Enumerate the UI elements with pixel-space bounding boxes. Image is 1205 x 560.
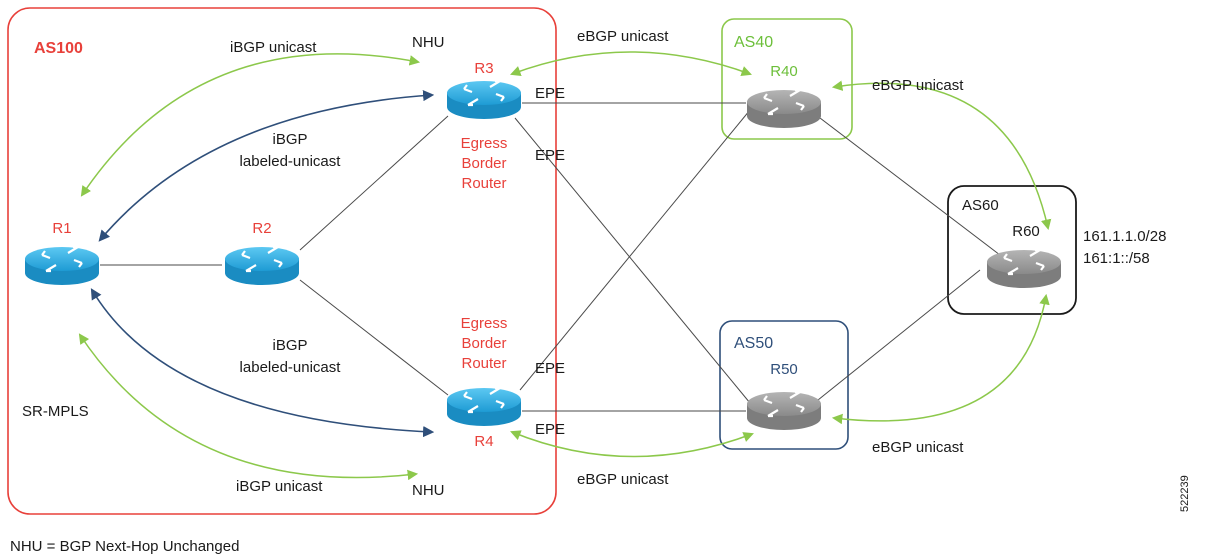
router-r60-icon: [985, 248, 1063, 290]
router-r4-label: R4: [474, 433, 493, 450]
sr-mpls-label: SR-MPLS: [22, 403, 89, 420]
prefix-v6-label: 161:1::/58: [1083, 250, 1150, 267]
link-r50-r60: [817, 269, 981, 401]
router-r60-label: R60: [1012, 223, 1040, 240]
as50-label: AS50: [734, 335, 773, 352]
nhu-bottom-label: NHU: [412, 482, 445, 499]
ibgp-labeled-bottom-line2: labeled-unicast: [240, 359, 342, 376]
as40-label: AS40: [734, 34, 773, 51]
egress-r3-line2: Border: [461, 155, 506, 172]
link-r3-r50: [514, 117, 751, 404]
router-r3-label: R3: [474, 60, 493, 77]
router-r1-icon: [23, 245, 101, 287]
egress-r4-line1: Egress: [461, 315, 508, 332]
legend-nhu: NHU = BGP Next-Hop Unchanged: [10, 538, 239, 555]
link-r2-r3: [299, 115, 449, 251]
ebgp-r4-r50-arrow: [510, 430, 754, 458]
ebgp-r40-r60-arrow: [831, 80, 1052, 231]
as100-label: AS100: [34, 40, 83, 57]
ibgp-unicast-top-arrow: [80, 53, 421, 197]
epe-r3-b: EPE: [535, 147, 565, 164]
nhu-top-label: NHU: [412, 34, 445, 51]
link-r2-r4: [299, 279, 449, 396]
egress-r4-line3: Router: [461, 355, 506, 372]
figure-id: 522239: [1179, 475, 1191, 512]
router-r40-label: R40: [770, 63, 798, 80]
ebgp-r50-r60-label: eBGP unicast: [872, 439, 964, 456]
ebgp-r40-r60-label: eBGP unicast: [872, 77, 964, 94]
ebgp-r50-r60-arrow: [831, 293, 1050, 425]
as60-label: AS60: [962, 197, 999, 214]
router-r50-icon: [745, 390, 823, 432]
prefix-v4-label: 161.1.1.0/28: [1083, 228, 1166, 245]
link-r4-r40: [519, 109, 751, 391]
epe-r3-a: EPE: [535, 85, 565, 102]
egress-r3-line1: Egress: [461, 135, 508, 152]
router-r40-icon: [745, 88, 823, 130]
router-r3-icon: [445, 79, 523, 121]
router-r4-icon: [445, 386, 523, 428]
ibgp-unicast-bottom-arrow: [78, 333, 419, 481]
epe-r4-a: EPE: [535, 360, 565, 377]
ibgp-labeled-top-arrow: [98, 90, 435, 242]
ibgp-labeled-top-line2: labeled-unicast: [240, 153, 342, 170]
as40-box: [721, 18, 853, 140]
epe-r4-b: EPE: [535, 421, 565, 438]
router-r50-label: R50: [770, 361, 798, 378]
egress-r4-line2: Border: [461, 335, 506, 352]
ebgp-top-label: eBGP unicast: [577, 28, 669, 45]
ebgp-bottom-label: eBGP unicast: [577, 471, 669, 488]
egress-r3-line3: Router: [461, 175, 506, 192]
ibgp-labeled-top-line1: iBGP: [272, 131, 307, 148]
as100-box: [7, 7, 557, 515]
router-r1-label: R1: [52, 220, 71, 237]
router-r2-icon: [223, 245, 301, 287]
router-r2-label: R2: [252, 220, 271, 237]
ebgp-r3-r40-arrow: [510, 51, 752, 77]
ibgp-unicast-top-label: iBGP unicast: [230, 39, 317, 56]
ibgp-labeled-bottom-line1: iBGP: [272, 337, 307, 354]
ibgp-unicast-bottom-label: iBGP unicast: [236, 478, 323, 495]
